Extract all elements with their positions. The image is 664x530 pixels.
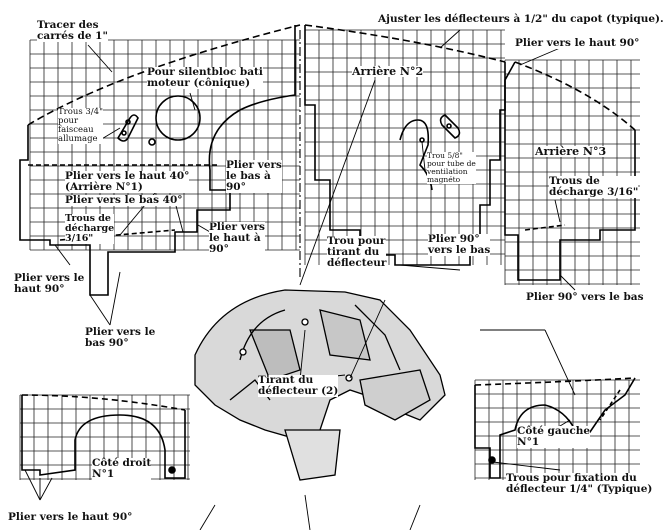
label-arriere-2: Arrière N°2 bbox=[352, 65, 424, 78]
label-plier-90-vers-bas: Plier 90° vers le bas bbox=[526, 291, 644, 303]
label-cote-droit: Côté droit N°1 bbox=[92, 457, 152, 480]
label-tirant: Tirant du déflecteur (2) bbox=[258, 374, 339, 397]
label-plier-bas-40: Plier vers le bas 40° bbox=[65, 194, 183, 206]
label-plier-bas-90: Plier vers le bas à 90° bbox=[226, 159, 282, 193]
label-trous-decharge-left: Trous de décharge 3/16" bbox=[65, 213, 115, 244]
label-plier-haut-a-90: Plier vers le haut à 90° bbox=[209, 221, 265, 255]
label-trous-34: Trous 3/4" pour faisceau allumage bbox=[58, 107, 103, 144]
label-plier-haut-40: Plier vers le haut 40° (Arrière N°1) bbox=[65, 170, 190, 193]
label-trou-tirant: Trou pour tirant du déflecteur bbox=[327, 235, 387, 269]
label-arriere-3: Arrière N°3 bbox=[535, 145, 607, 158]
label-plier-haut-90-bottom: Plier vers le haut 90° bbox=[8, 511, 133, 523]
label-ajuster: Ajuster les déflecteurs à 1/2" du capot … bbox=[378, 13, 664, 25]
assembled-baffle-illustration bbox=[194, 289, 446, 481]
label-plier-haut-90-top: Plier vers le haut 90° bbox=[515, 37, 640, 49]
right-side-baffle-outline bbox=[21, 394, 186, 479]
label-plier-90-bas: Plier 90° vers le bas bbox=[428, 233, 491, 256]
label-plier-haut-90-left: Plier vers le haut 90° bbox=[14, 272, 85, 295]
label-tracer: Tracer des carrés de 1" bbox=[37, 19, 108, 42]
label-silentbloc: Pour silentbloc bati moteur (cônique) bbox=[147, 66, 263, 89]
label-trous-decharge-right: Trous de décharge 3/16" bbox=[549, 175, 639, 198]
label-trous-fixation: Trous pour fixation du déflecteur 1/4" (… bbox=[506, 472, 653, 495]
rear-baffle-3-outline bbox=[504, 61, 636, 281]
label-cote-gauche: Côté gauche N°1 bbox=[517, 425, 591, 448]
rear-baffle-2-outline bbox=[304, 24, 506, 266]
baffle-layout-diagram bbox=[19, 24, 640, 530]
label-plier-bas-90-b: Plier vers le bas 90° bbox=[85, 326, 156, 349]
label-trou-58: Trou 5/8" pour tube de ventilation magné… bbox=[427, 151, 476, 184]
